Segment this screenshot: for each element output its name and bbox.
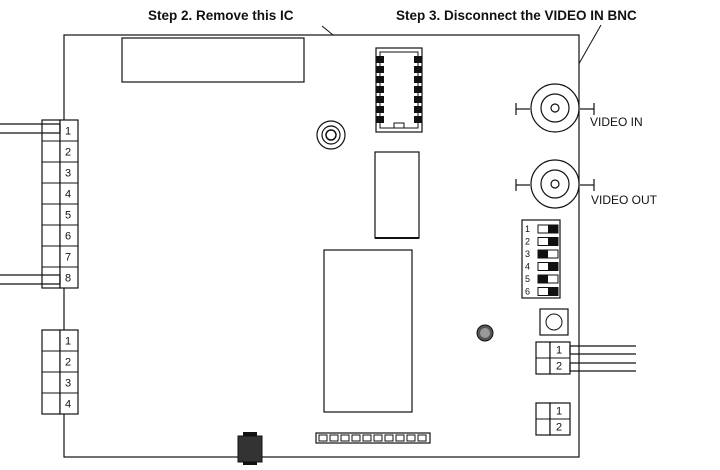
dip-switch-number: 5 xyxy=(525,274,530,284)
dip-switch-knob xyxy=(538,275,548,283)
video-in-bnc xyxy=(515,83,595,133)
square-component xyxy=(237,432,263,465)
ic-pin-left xyxy=(376,96,384,103)
right-connector-wires xyxy=(569,345,636,372)
header-pin xyxy=(351,434,361,442)
dip-switch-knob xyxy=(548,287,558,296)
ic-pin-right xyxy=(414,76,422,83)
ic-pin-left xyxy=(376,116,384,123)
terminal-pin-label: 1 xyxy=(65,125,71,137)
terminal-pin-label: 2 xyxy=(65,356,71,368)
header-pin xyxy=(406,434,416,442)
ic-pin-left xyxy=(376,86,384,93)
large-chip xyxy=(323,249,413,413)
dip-switch-number: 1 xyxy=(525,224,530,234)
step3-callout: Step 3. Disconnect the VIDEO IN BNC xyxy=(396,8,637,23)
wire-pin-8 xyxy=(0,274,61,285)
ic-socket-pins xyxy=(376,56,422,123)
header-pin xyxy=(318,434,328,442)
top-component xyxy=(121,37,305,83)
connector-pin-label: 2 xyxy=(556,361,562,373)
terminal-pin-label: 6 xyxy=(65,230,71,242)
terminal-block-8: 1 2 3 4 5 6 7 8 xyxy=(41,119,79,289)
ic-pin-right xyxy=(414,106,422,113)
terminal-pin-label: 7 xyxy=(65,251,71,263)
right-connector-bottom: 12 xyxy=(535,402,571,436)
connector-pin-label: 1 xyxy=(556,406,562,418)
step2-callout: Step 2. Remove this IC xyxy=(148,8,294,23)
circuit-board xyxy=(63,34,580,458)
ic-pin-left xyxy=(376,76,384,83)
header-pin xyxy=(417,434,427,442)
relay-component xyxy=(374,151,420,239)
header-pin xyxy=(340,434,350,442)
header-pin xyxy=(384,434,394,442)
dip-switch: 1 2 3 4 5 6 xyxy=(521,219,561,299)
dip-switch-number: 2 xyxy=(525,237,530,247)
grey-dot-component xyxy=(476,324,494,342)
header-pin xyxy=(362,434,372,442)
terminal-pin-label: 5 xyxy=(65,209,71,221)
terminal-pin-label: 4 xyxy=(65,398,71,410)
dip-switch-knob xyxy=(548,225,558,233)
video-out-label: VIDEO OUT xyxy=(591,193,658,207)
dip-switch-number: 3 xyxy=(525,249,530,259)
ic-pin-left xyxy=(376,106,384,113)
dip-switch-knob xyxy=(548,237,558,246)
round-component xyxy=(316,120,346,150)
header-pin xyxy=(329,434,339,442)
terminal-pin-label: 2 xyxy=(65,146,71,158)
ic-pin-right xyxy=(414,86,422,93)
header-pin xyxy=(373,434,383,442)
ic-pin-left xyxy=(376,56,384,63)
connector-pin-label: 2 xyxy=(556,422,562,434)
push-button xyxy=(539,308,569,336)
terminal-pin-label: 3 xyxy=(65,377,71,389)
pin-header-strip xyxy=(315,432,431,444)
dip-switch-knob xyxy=(538,250,548,258)
right-connector-top: 12 xyxy=(535,341,571,375)
wire-pin-1 xyxy=(0,123,61,134)
ic-socket-inner xyxy=(379,51,419,129)
terminal-pin-label: 8 xyxy=(65,272,71,284)
ic-pin-right xyxy=(414,66,422,73)
ic-pin-right xyxy=(414,56,422,63)
connector-pin-label: 1 xyxy=(556,345,562,357)
ic-socket xyxy=(375,47,423,133)
terminal-pin-label: 1 xyxy=(65,335,71,347)
terminal-pin-label: 4 xyxy=(65,188,71,200)
video-in-label: VIDEO IN xyxy=(590,115,643,129)
header-pin xyxy=(395,434,405,442)
dip-switch-number: 6 xyxy=(525,287,530,297)
terminal-pin-label: 3 xyxy=(65,167,71,179)
ic-pin-left xyxy=(376,66,384,73)
video-out-bnc xyxy=(515,159,595,209)
ic-pin-right xyxy=(414,96,422,103)
dip-switch-knob xyxy=(548,262,558,271)
ic-socket-notch xyxy=(393,122,405,128)
terminal-block-4: 1 2 3 4 xyxy=(41,329,79,415)
ic-pin-right xyxy=(414,116,422,123)
dip-switch-number: 4 xyxy=(525,262,530,272)
